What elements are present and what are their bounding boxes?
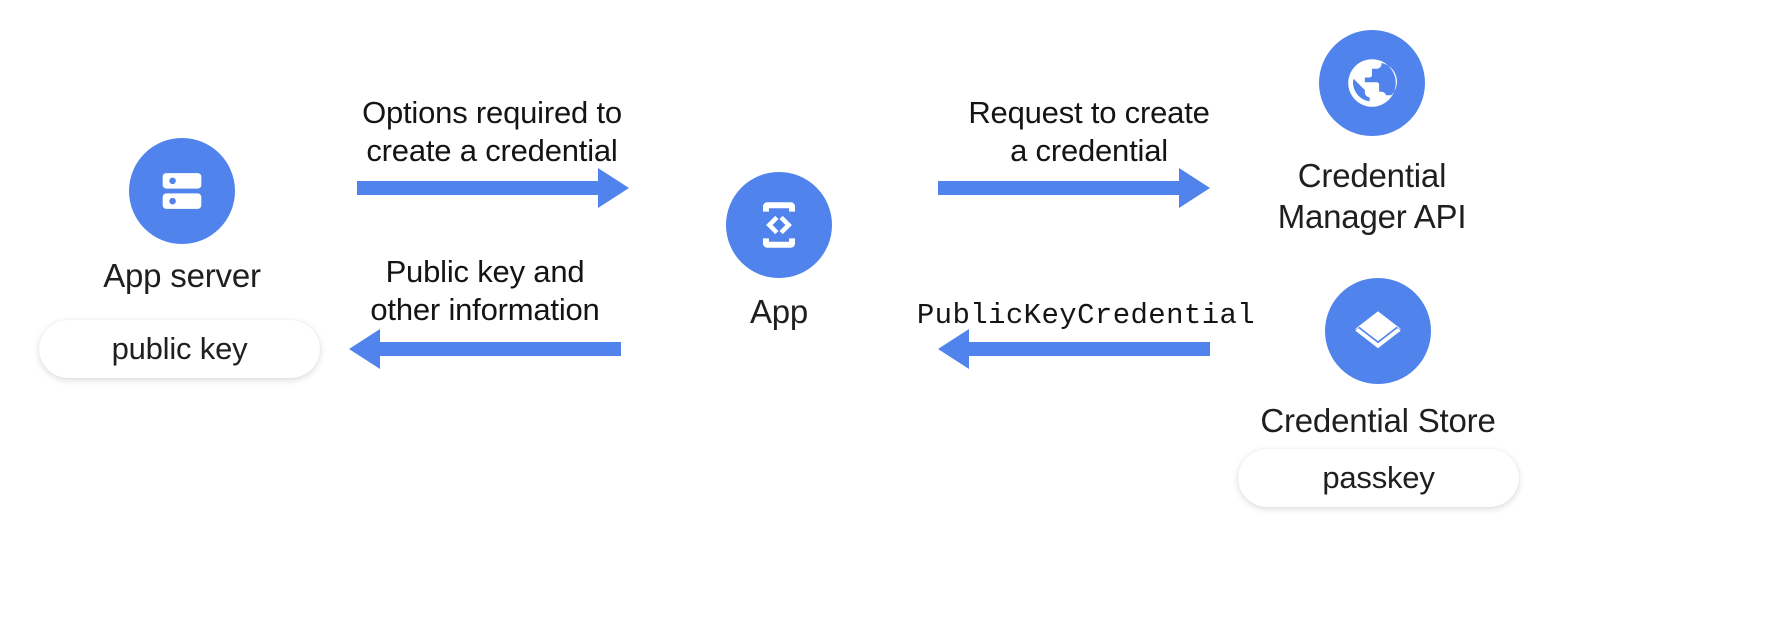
app-server-public-key-pill: public key [39, 320, 320, 378]
arrow-label-request-to-create: Request to create a credential [968, 95, 1210, 168]
credential-manager-api-label: Credential Manager API [1277, 157, 1467, 235]
app-icon-badge [726, 172, 832, 278]
arrow-label-publickeycredential: PublicKeyCredential [916, 299, 1256, 332]
layers-icon [1348, 301, 1408, 361]
credential-store-icon-badge [1325, 278, 1431, 384]
arrow-label-options-required: Options required to create a credential [362, 95, 622, 168]
server-icon [153, 162, 211, 220]
arrow-publickeycredential [938, 329, 1210, 369]
app-server-label: App server [103, 257, 261, 294]
globe-icon [1341, 52, 1403, 114]
arrow-options-required [357, 168, 629, 208]
arrow-label-public-key-and-other-information: Public key and other information [370, 254, 600, 327]
app-code-phone-icon [748, 194, 810, 256]
credential-manager-api-icon-badge [1319, 30, 1425, 136]
credential-store-passkey-pill: passkey [1238, 449, 1519, 507]
app-label: App [749, 293, 809, 330]
app-server-icon-badge [129, 138, 235, 244]
arrow-request-to-create [938, 168, 1210, 208]
credential-store-label: Credential Store [1260, 402, 1496, 439]
arrow-public-key-back [349, 329, 621, 369]
